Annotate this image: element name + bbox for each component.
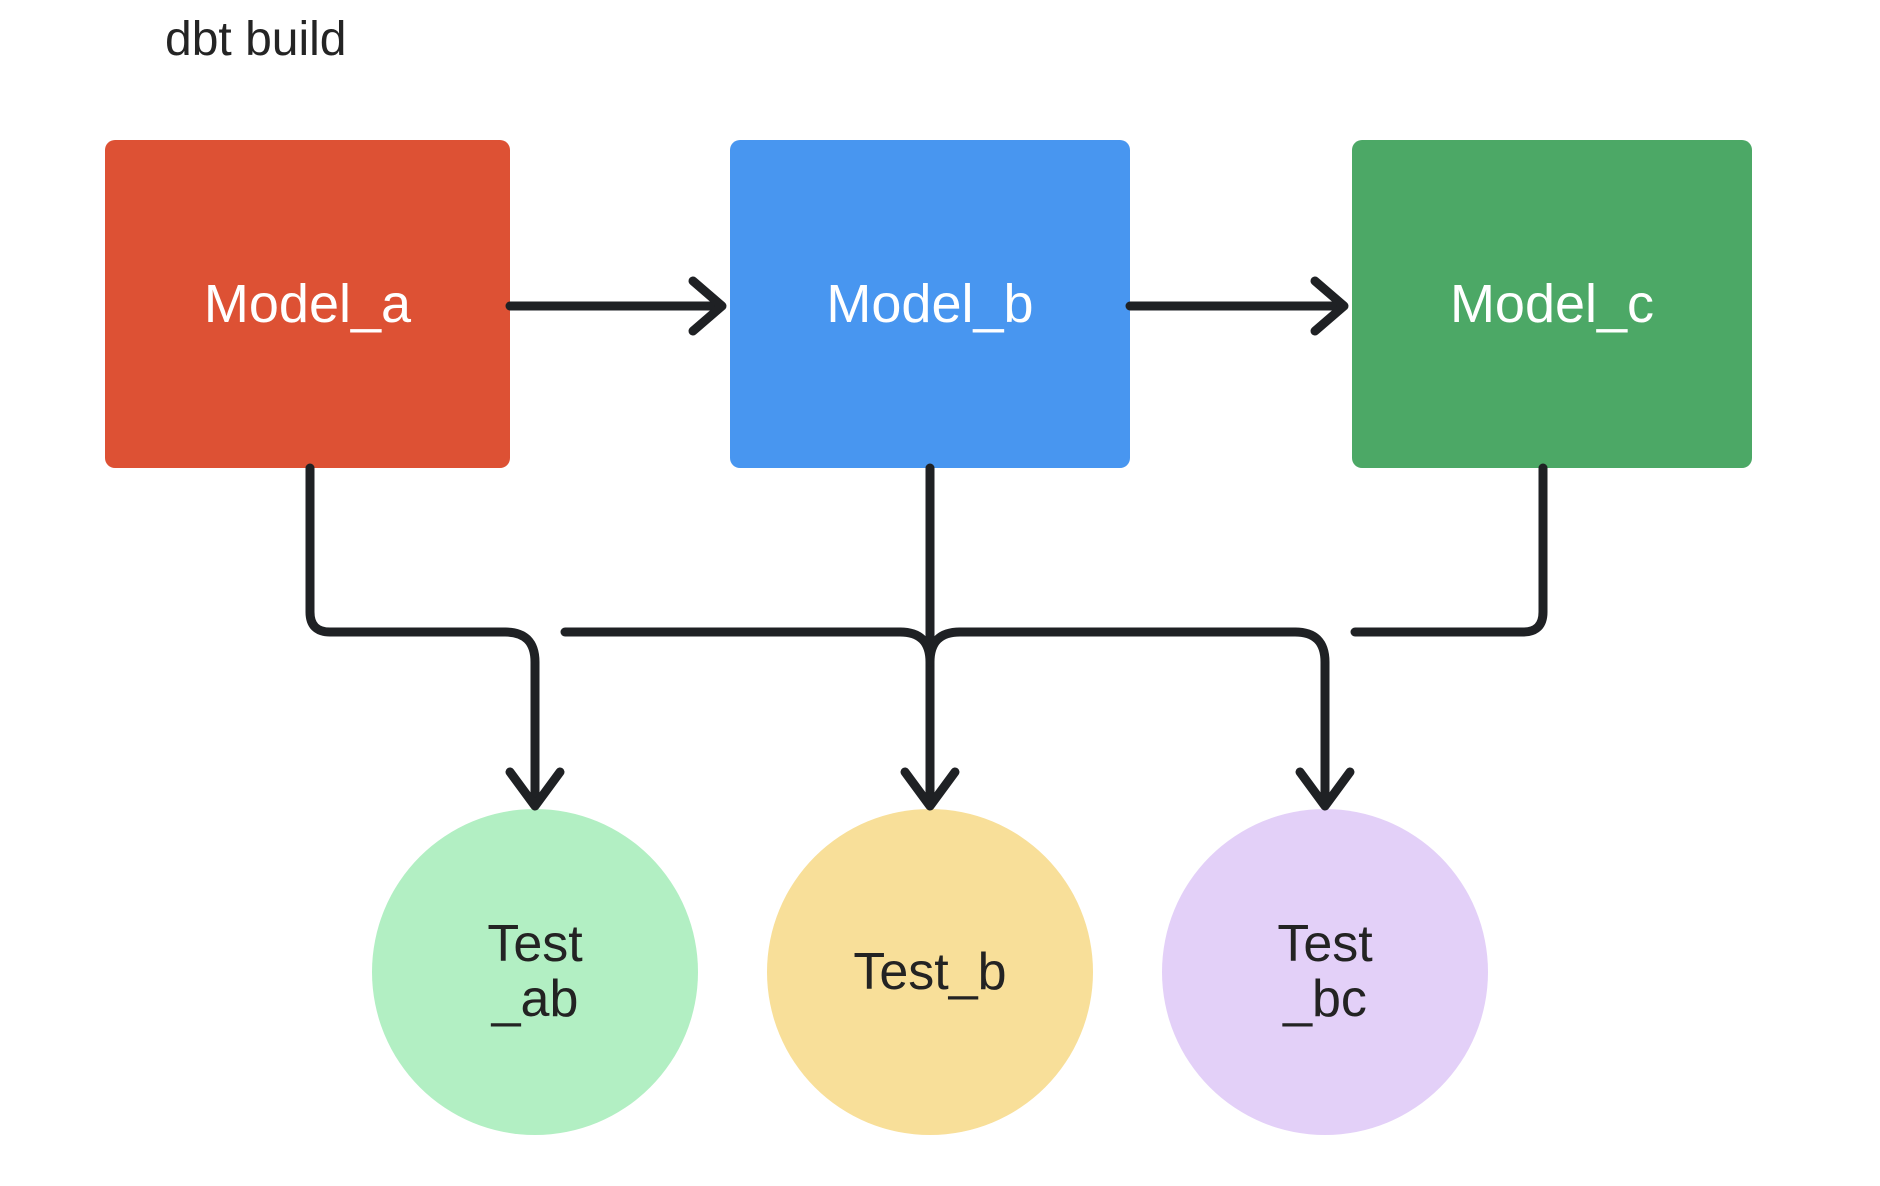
node-test-ab[interactable] bbox=[372, 809, 698, 1135]
edge-bus-to-test-ab bbox=[500, 627, 540, 805]
bus-junction-center-left bbox=[895, 627, 935, 667]
arrowhead-model-b-to-model-c bbox=[1310, 276, 1349, 336]
node-test-bc[interactable] bbox=[1162, 809, 1488, 1135]
arrowhead-test-ab bbox=[505, 767, 565, 811]
node-model-c[interactable] bbox=[1352, 140, 1752, 468]
edge-bus-to-test-bc bbox=[1290, 627, 1330, 805]
edge-model-a-to-bus bbox=[305, 463, 510, 637]
bus-junction-center-right bbox=[925, 627, 965, 667]
node-model-a[interactable] bbox=[105, 140, 510, 468]
arrowhead-test-bc bbox=[1295, 767, 1355, 811]
node-model-b[interactable] bbox=[730, 140, 1130, 468]
arrowhead-test-b bbox=[900, 767, 960, 811]
edge-model-c-to-bus bbox=[1350, 463, 1548, 637]
node-test-b[interactable] bbox=[767, 809, 1093, 1135]
arrowhead-model-a-to-model-b bbox=[688, 276, 727, 336]
diagram-title: dbt build bbox=[165, 13, 347, 66]
